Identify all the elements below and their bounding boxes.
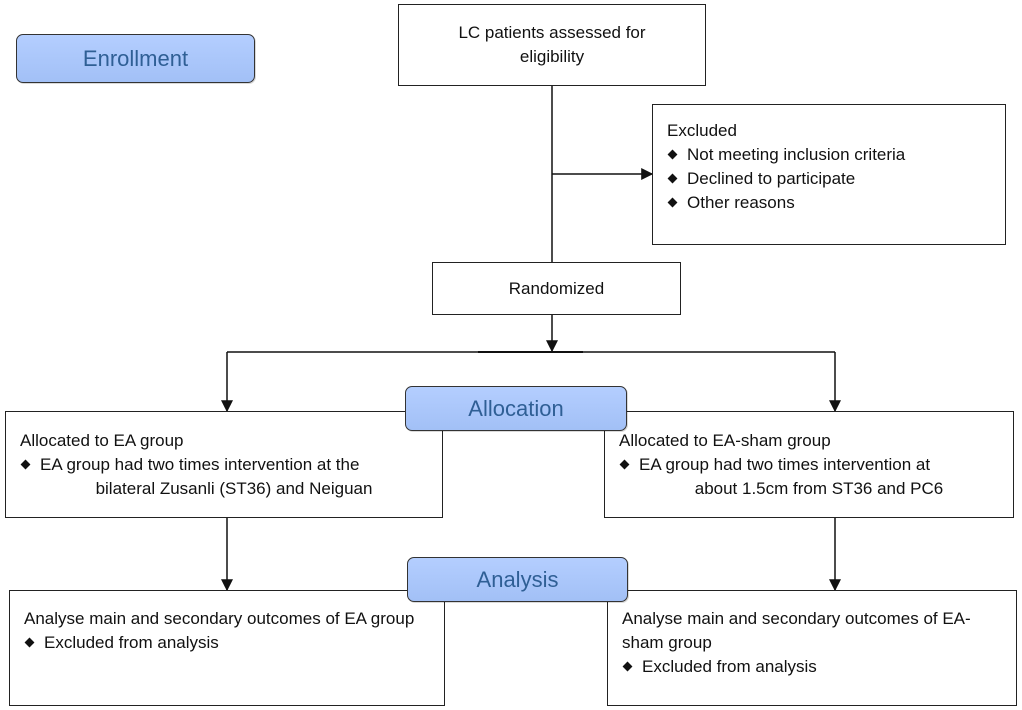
excluded-box: Excluded Not meeting inclusion criteria …	[652, 104, 1006, 245]
excluded-item: Other reasons	[667, 191, 991, 215]
sham-analysis-item: Excluded from analysis	[622, 655, 1002, 679]
excluded-item: Declined to participate	[667, 167, 991, 191]
diamond-bullet-icon	[667, 173, 678, 184]
allocation-label: Allocation	[468, 395, 564, 421]
randomized-box: Randomized	[432, 262, 681, 315]
sham-analysis-list: Excluded from analysis	[622, 655, 1002, 679]
diamond-bullet-icon	[619, 459, 630, 470]
excluded-title: Excluded	[667, 121, 737, 140]
excluded-list: Not meeting inclusion criteria Declined …	[667, 143, 991, 215]
diamond-bullet-icon	[667, 197, 678, 208]
ea-analysis-text: Analyse main and secondary outcomes of E…	[24, 609, 415, 628]
enrollment-label: Enrollment	[82, 45, 189, 71]
diamond-bullet-icon	[622, 661, 633, 672]
sham-group-list: EA group had two times intervention at a…	[619, 453, 999, 501]
sham-group-title: Allocated to EA-sham group	[619, 431, 831, 450]
ea-group-title: Allocated to EA group	[20, 431, 184, 450]
sham-group-item: EA group had two times intervention at a…	[619, 453, 999, 501]
sham-analysis-text: Analyse main and secondary outcomes of E…	[622, 609, 971, 652]
assessed-box: LC patients assessed for eligibility	[398, 4, 706, 86]
diamond-bullet-icon	[20, 459, 31, 470]
sham-group-box: Allocated to EA-sham group EA group had …	[604, 411, 1014, 518]
diamond-bullet-icon	[667, 149, 678, 160]
stage-label-analysis: Analysis	[407, 557, 628, 602]
ea-analysis-list: Excluded from analysis	[24, 631, 430, 655]
sham-analysis-box: Analyse main and secondary outcomes of E…	[607, 590, 1017, 706]
excluded-item: Not meeting inclusion criteria	[667, 143, 991, 167]
ea-group-item: EA group had two times intervention at t…	[20, 453, 428, 501]
ea-group-list: EA group had two times intervention at t…	[20, 453, 428, 501]
analysis-label: Analysis	[476, 566, 559, 592]
ea-group-box: Allocated to EA group EA group had two t…	[5, 411, 443, 518]
assessed-line-1: LC patients assessed for	[458, 23, 646, 42]
randomized-label: Randomized	[508, 278, 605, 298]
ea-analysis-box: Analyse main and secondary outcomes of E…	[9, 590, 445, 706]
stage-label-enrollment: Enrollment	[16, 34, 255, 83]
stage-label-allocation: Allocation	[405, 386, 627, 431]
diamond-bullet-icon	[24, 637, 35, 648]
ea-analysis-item: Excluded from analysis	[24, 631, 430, 655]
assessed-line-2: eligibility	[519, 47, 585, 66]
